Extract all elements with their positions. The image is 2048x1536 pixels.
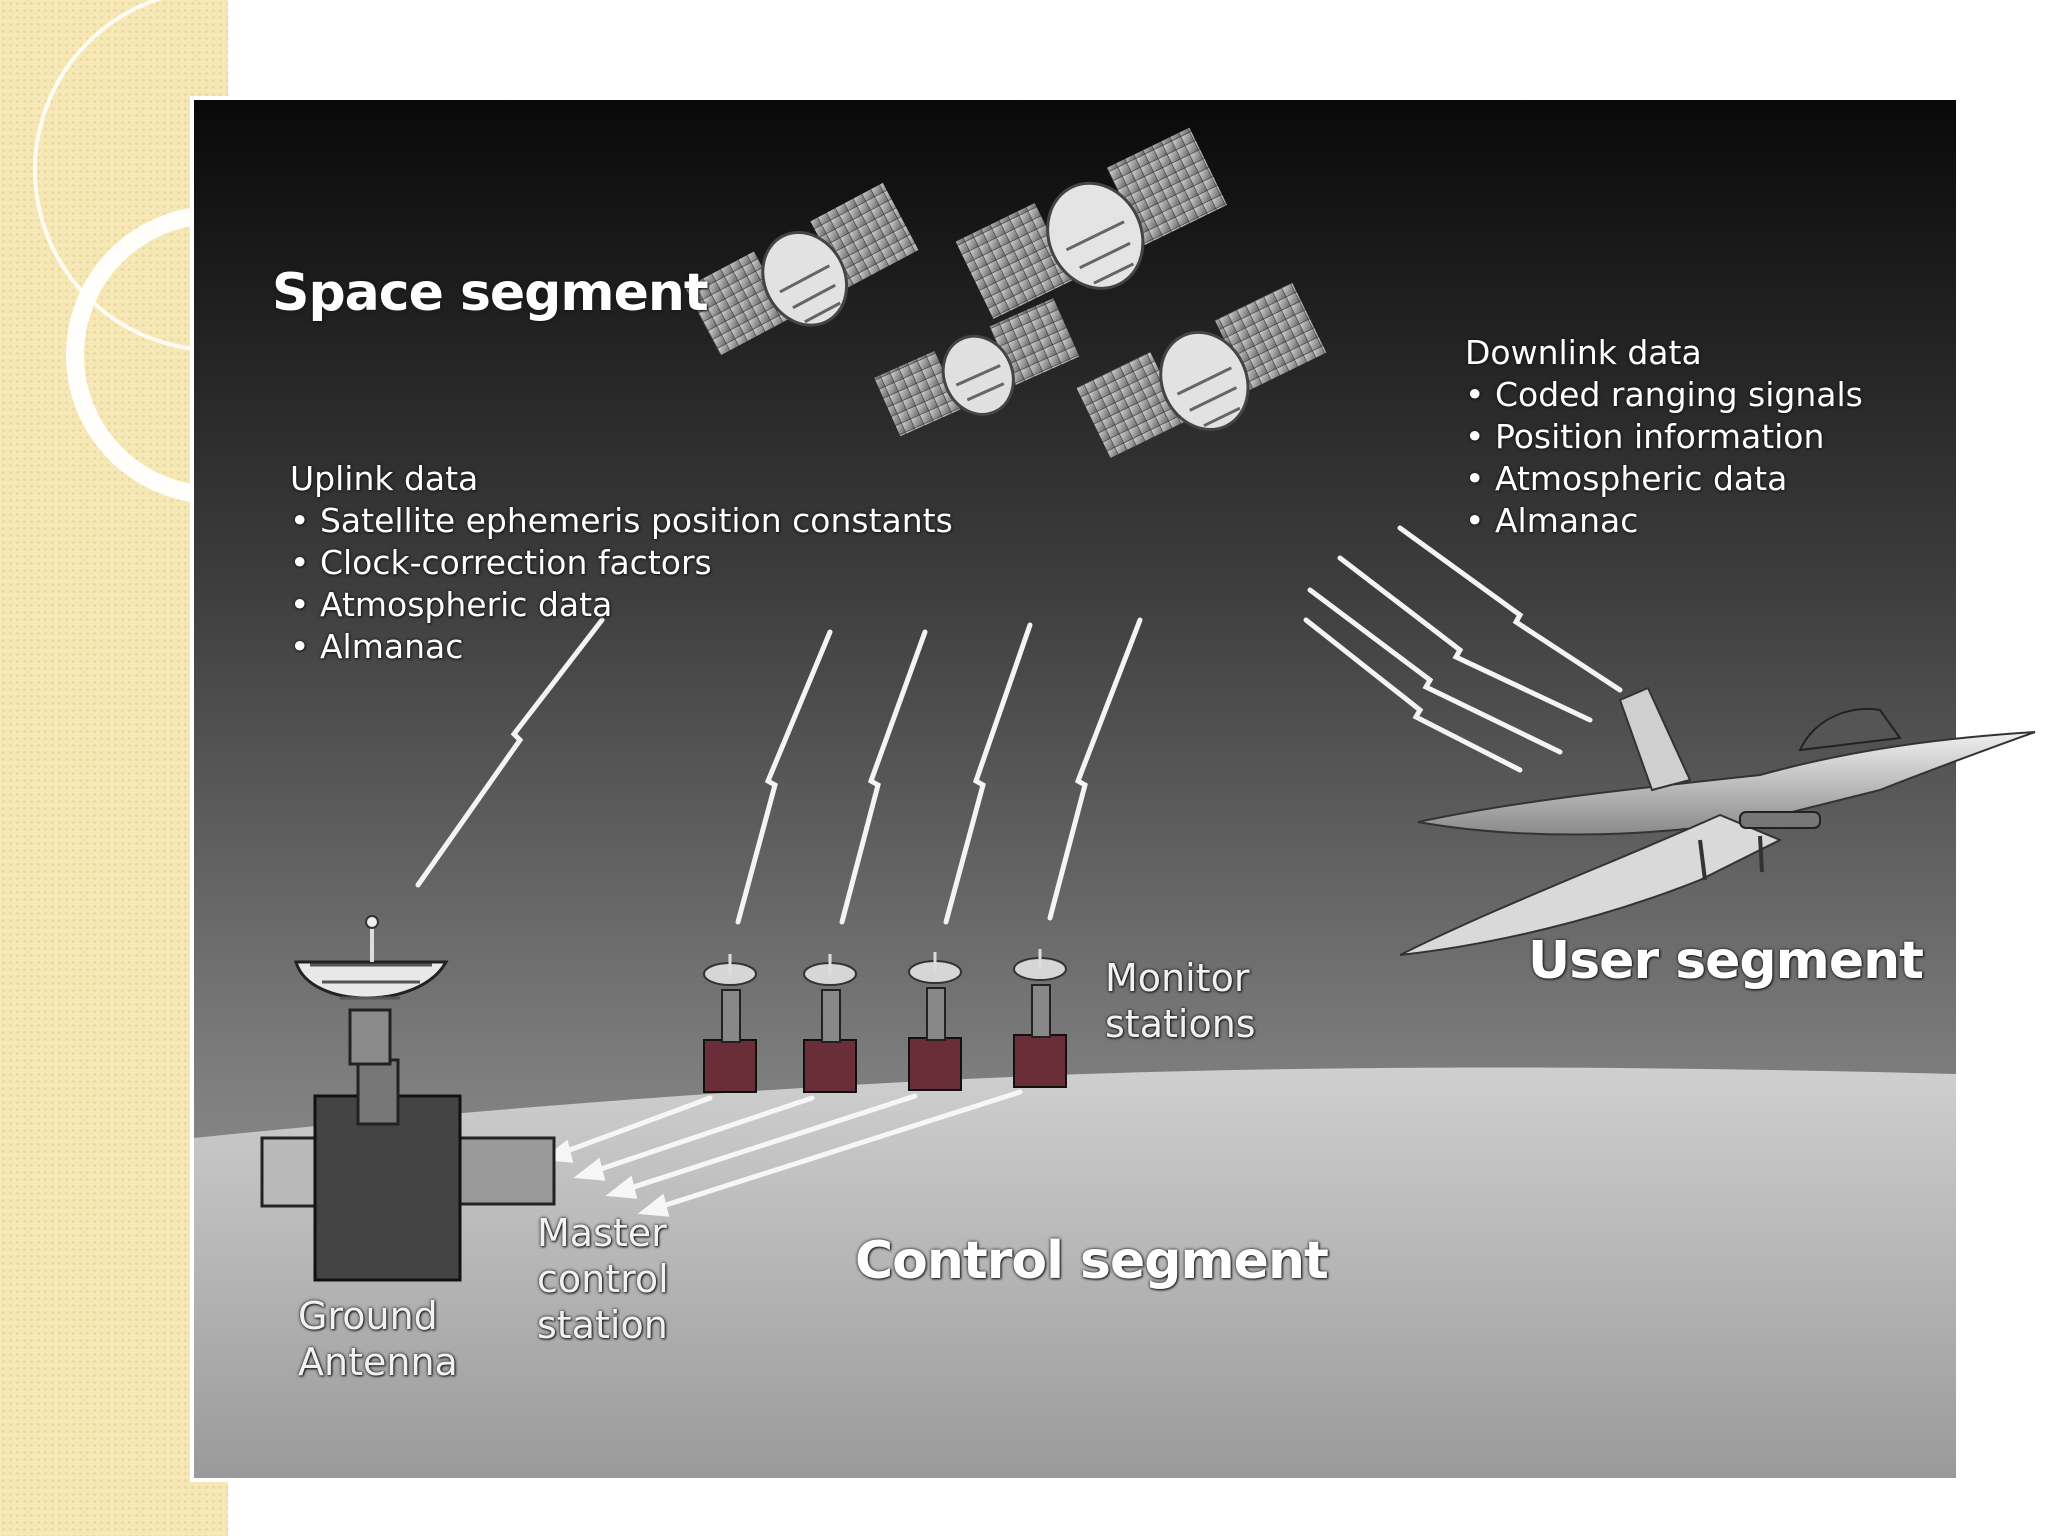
downlink-signal-rays [1303, 525, 1623, 773]
monitor-stations-line: Monitor [1105, 956, 1250, 1000]
downlink-data-item: Coded ranging signals [1465, 374, 1863, 416]
monitor-station [803, 954, 857, 1093]
master-control-station-line: station [537, 1303, 668, 1347]
satellite-icon [685, 182, 919, 356]
monitor-ray-1 [735, 629, 833, 925]
monitor-stations-line: stations [1105, 1002, 1256, 1046]
satellite-icon [1076, 282, 1327, 458]
monitor-stations-label: Monitor stations [1105, 955, 1256, 1047]
space-segment-label: Space segment [272, 263, 709, 323]
ground-antenna-label: Ground Antenna [298, 1293, 458, 1385]
satellite-icon [874, 298, 1080, 437]
ground-surface [194, 1067, 1956, 1478]
master-control-station-label: Master control station [537, 1210, 669, 1348]
monitor-signal-rays [735, 617, 1143, 925]
uplink-data-item: Clock-correction factors [290, 542, 953, 584]
monitor-ray-3 [943, 622, 1033, 925]
monitor-station [703, 954, 757, 1093]
user-segment-label: User segment [1528, 931, 1924, 991]
uplink-data-list: Uplink data Satellite ephemeris position… [290, 458, 953, 668]
satellite-icon [955, 127, 1228, 319]
ground-antenna-line: Antenna [298, 1340, 458, 1384]
master-control-station-line: Master [537, 1211, 667, 1255]
uplink-data-item: Atmospheric data [290, 584, 953, 626]
monitor-station [1013, 949, 1067, 1088]
ground-antenna-icon [260, 915, 556, 1282]
ground-antenna-line: Ground [298, 1294, 438, 1338]
uplink-data-item: Satellite ephemeris position constants [290, 500, 953, 542]
uplink-signal-ray [415, 617, 605, 888]
station-link-arrows [541, 1089, 1023, 1217]
master-control-station-line: control [537, 1257, 669, 1301]
aircraft-icon [1399, 686, 2036, 956]
downlink-data-list: Downlink data Coded ranging signals Posi… [1465, 332, 1863, 542]
uplink-data-title: Uplink data [290, 459, 479, 498]
downlink-data-item: Position information [1465, 416, 1863, 458]
downlink-data-item: Almanac [1465, 500, 1863, 542]
downlink-data-title: Downlink data [1465, 333, 1702, 372]
monitor-station [908, 952, 962, 1091]
control-segment-label: Control segment [855, 1231, 1329, 1291]
monitor-ray-4 [1047, 617, 1143, 921]
downlink-data-item: Atmospheric data [1465, 458, 1863, 500]
uplink-data-item: Almanac [290, 626, 953, 668]
monitor-ray-2 [839, 629, 928, 925]
